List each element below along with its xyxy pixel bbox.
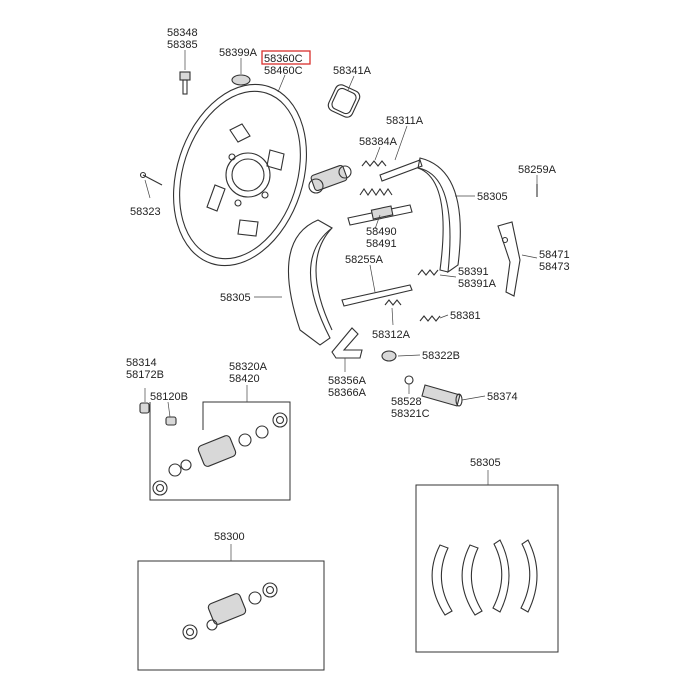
label-58528: 58528	[391, 396, 422, 408]
label-58305-box: 58305	[470, 457, 501, 469]
bleeder-screw-part	[139, 402, 177, 426]
label-58314: 58314	[126, 357, 157, 369]
label-58391: 58391	[458, 266, 489, 278]
label-58391A: 58391A	[458, 278, 497, 290]
label-58356A: 58356A	[328, 375, 367, 387]
label-58259A: 58259A	[518, 164, 557, 176]
label-58341A: 58341A	[333, 65, 372, 77]
label-58120B: 58120B	[150, 391, 188, 403]
label-58420: 58420	[229, 373, 260, 385]
label-58321C: 58321C	[391, 408, 430, 420]
label-58323: 58323	[130, 206, 161, 218]
part-labels: 58348 58385 58399A 58360C 58460C 58341A …	[126, 27, 570, 543]
label-58366A: 58366A	[328, 387, 367, 399]
label-58384A: 58384A	[359, 136, 398, 148]
label-58490: 58490	[366, 226, 397, 238]
backing-plate	[172, 83, 308, 267]
label-58312A: 58312A	[372, 329, 411, 341]
wheel-cylinder-assembly-box	[137, 544, 325, 671]
highlight-box	[261, 50, 311, 65]
label-58385: 58385	[167, 39, 198, 51]
label-58300: 58300	[214, 531, 245, 543]
label-58374: 58374	[487, 391, 518, 403]
label-58381: 58381	[450, 310, 481, 322]
label-58460C: 58460C	[264, 65, 303, 77]
wheel-cylinder-kit-box	[149, 385, 291, 501]
label-58322B: 58322B	[422, 350, 460, 362]
parking-lever-part	[497, 221, 521, 297]
label-58399A: 58399A	[219, 47, 258, 59]
strut-part	[341, 159, 423, 307]
spring-part	[359, 160, 441, 322]
label-58473: 58473	[539, 261, 570, 273]
pin-part	[139, 171, 163, 186]
brake-shoe-left	[287, 219, 333, 346]
label-58255A: 58255A	[345, 254, 384, 266]
label-58471: 58471	[539, 249, 570, 261]
washer-part	[404, 375, 414, 385]
brake-shoe-right	[417, 157, 461, 274]
label-58360C: 58360C	[264, 53, 303, 65]
cylinder-pin-part	[421, 384, 463, 407]
leader-lines	[144, 50, 538, 418]
label-58311A: 58311A	[386, 115, 424, 127]
brake-shoe-set-box	[415, 470, 559, 653]
gasket-part	[327, 84, 361, 118]
plug-part	[231, 74, 251, 86]
label-58305-top: 58305	[477, 191, 508, 203]
spring-cup-part	[381, 350, 397, 362]
adjuster-part	[347, 204, 413, 226]
label-58305-left: 58305	[220, 292, 251, 304]
label-58491: 58491	[366, 238, 397, 250]
bolt-part	[179, 71, 191, 95]
wheel-cylinder-part	[308, 164, 352, 194]
label-58172B: 58172B	[126, 369, 164, 381]
label-58348: 58348	[167, 27, 198, 39]
retainer-part	[331, 327, 363, 359]
label-58320A: 58320A	[229, 361, 268, 373]
